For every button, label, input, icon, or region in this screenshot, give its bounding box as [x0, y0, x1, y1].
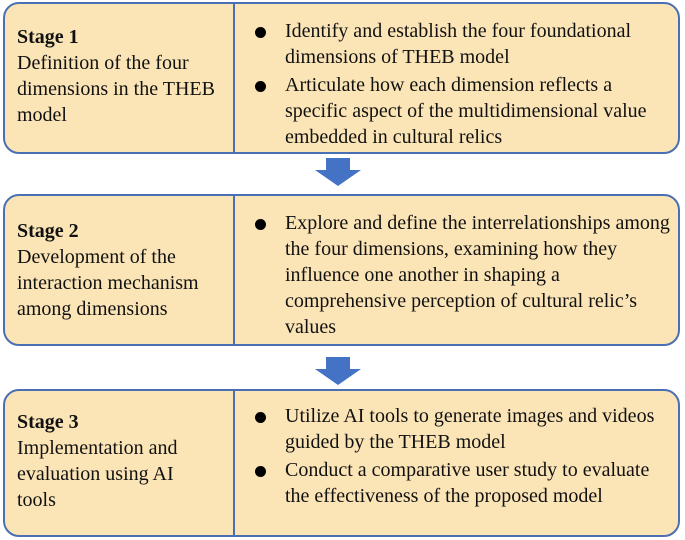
bullet-text: Articulate how each dimension reflects a… [285, 74, 647, 148]
stage-3-title: Stage 3 [17, 411, 79, 433]
down-arrow-icon [315, 357, 361, 385]
stage-1-left-panel: Stage 1 Definition of the four dimension… [5, 4, 235, 152]
stage-1-box: Stage 1 Definition of the four dimension… [3, 2, 680, 154]
stage-3-right-panel: Utilize AI tools to generate images and … [235, 391, 678, 535]
list-item: Utilize AI tools to generate images and … [251, 403, 670, 455]
stage-1-right-panel: Identify and establish the four foundati… [235, 4, 678, 152]
stage-2-title: Stage 2 [17, 220, 79, 242]
stage-2-description: Development of the interaction mechanism… [17, 246, 199, 320]
stage-1-description: Definition of the four dimensions in the… [17, 52, 215, 126]
bullet-text: Utilize AI tools to generate images and … [285, 405, 655, 453]
list-item: Identify and establish the four foundati… [251, 18, 670, 70]
list-item: Articulate how each dimension reflects a… [251, 72, 670, 150]
stage-2-bullet-list: Explore and define the interrelationship… [251, 210, 670, 340]
bullet-text: Conduct a comparative user study to eval… [285, 459, 650, 507]
stage-3-left-panel: Stage 3 Implementation and evaluation us… [5, 391, 235, 535]
stage-2-box: Stage 2 Development of the interaction m… [3, 194, 680, 346]
stage-1-title: Stage 1 [17, 26, 79, 48]
stage-3-box: Stage 3 Implementation and evaluation us… [3, 389, 680, 537]
bullet-icon [255, 81, 266, 92]
down-arrow-icon [315, 158, 361, 186]
bullet-icon [255, 27, 266, 38]
stage-2-left-panel: Stage 2 Development of the interaction m… [5, 196, 235, 344]
bullet-icon [255, 412, 266, 423]
stage-3-bullet-list: Utilize AI tools to generate images and … [251, 403, 670, 509]
stage-2-right-panel: Explore and define the interrelationship… [235, 196, 678, 344]
bullet-icon [255, 466, 266, 477]
list-item: Explore and define the interrelationship… [251, 210, 670, 340]
stage-3-description: Implementation and evaluation using AI t… [17, 437, 178, 511]
stage-1-bullet-list: Identify and establish the four foundati… [251, 18, 670, 150]
bullet-text: Explore and define the interrelationship… [285, 212, 670, 338]
list-item: Conduct a comparative user study to eval… [251, 457, 670, 509]
bullet-text: Identify and establish the four foundati… [285, 20, 632, 68]
bullet-icon [255, 219, 266, 230]
